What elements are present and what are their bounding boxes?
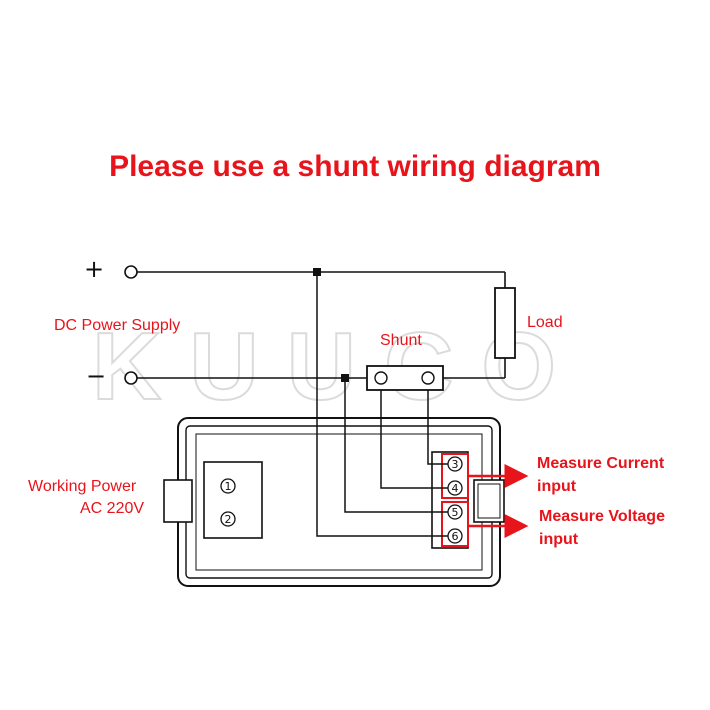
terminal-3-label: 3 [452, 458, 459, 471]
measure-current-label: Measure Current [537, 455, 665, 472]
terminal-2 [220, 511, 236, 527]
dc-supply-label: DC Power Supply [54, 317, 181, 334]
measure-voltage-label: Measure Voltage [539, 508, 665, 525]
wire-to-terminal-5 [344, 382, 448, 513]
terminal-1 [220, 478, 236, 494]
terminal-1-label: 1 [225, 480, 232, 493]
terminal-4-label: 4 [452, 482, 459, 495]
wire-to-terminal-3 [427, 390, 448, 465]
diagram-title: Please use a shunt wiring diagram [109, 150, 601, 183]
junction-node-top [313, 268, 321, 276]
plus-symbol: + [84, 255, 105, 283]
left-clip [163, 479, 193, 523]
load-label: Load [527, 314, 563, 331]
minus-symbol: − [86, 362, 107, 390]
ac-voltage-label: AC 220V [80, 500, 145, 517]
watermark-logo: KUUCO [91, 312, 584, 421]
right-clip-inner [477, 483, 501, 519]
junction-node-bottom [341, 374, 349, 382]
voltage-input-highlight [441, 501, 469, 547]
measure-voltage-input-label: input [539, 531, 579, 548]
power-terminal-block [203, 461, 263, 539]
shunt-label: Shunt [380, 332, 422, 349]
shunt-terminal-right [421, 371, 435, 385]
working-power-label: Working Power [28, 478, 137, 495]
terminal-6-label: 6 [452, 530, 459, 543]
measure-current-input-label: input [537, 478, 577, 495]
wire-to-terminal-4 [380, 390, 448, 489]
dc-plus-terminal [124, 265, 138, 279]
right-clip [473, 479, 505, 523]
terminal-2-label: 2 [225, 513, 232, 526]
load-resistor [494, 287, 516, 359]
terminal-5-label: 5 [452, 506, 459, 519]
wire-to-terminal-6 [316, 276, 448, 537]
shunt-terminal-left [374, 371, 388, 385]
dc-minus-terminal [124, 371, 138, 385]
